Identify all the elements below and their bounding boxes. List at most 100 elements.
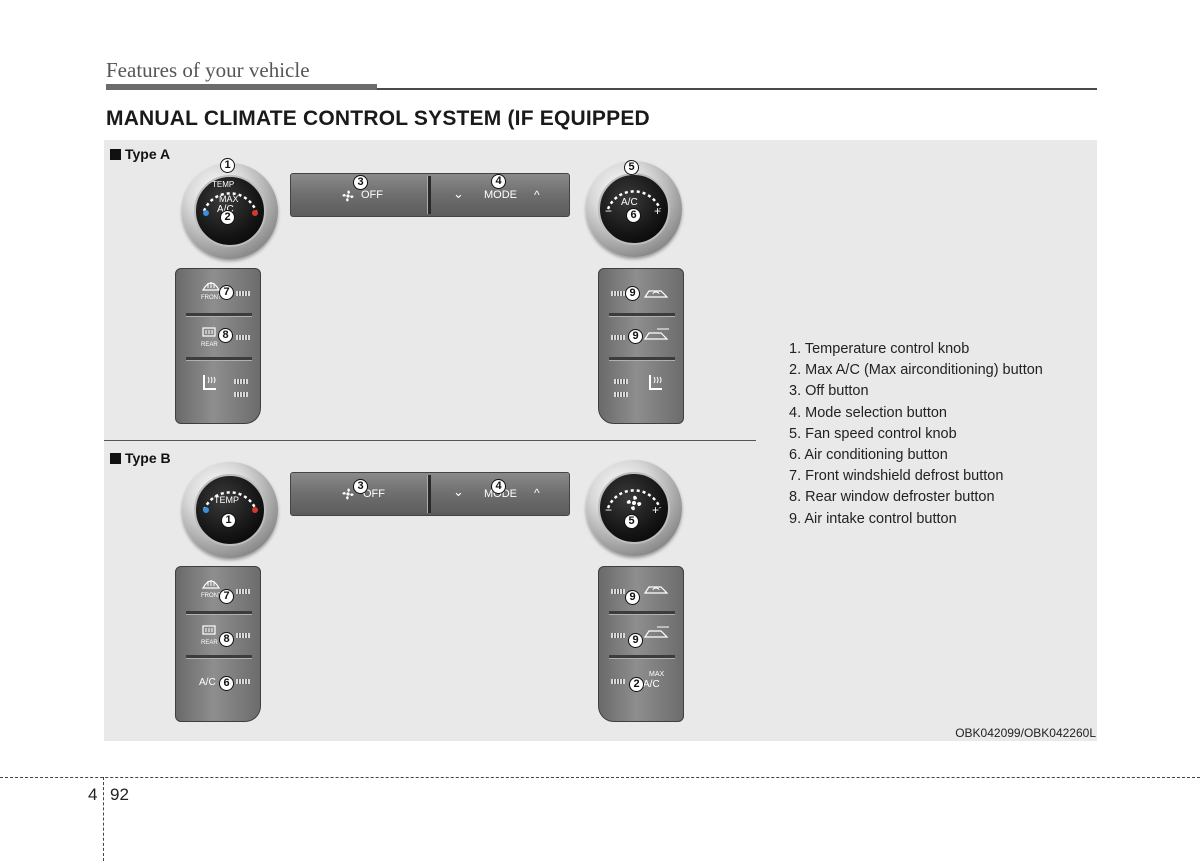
legend-item: 3. Off button: [789, 383, 1043, 404]
recirculation-icon: [643, 285, 669, 299]
seat-heater-icon: [199, 373, 219, 395]
callout-3: 3: [353, 479, 368, 494]
plus-label: +: [652, 504, 659, 516]
type-a-label: Type A: [110, 146, 170, 162]
legend-item: 7. Front windshield defrost button: [789, 468, 1043, 489]
chevron-up-icon[interactable]: ^: [534, 486, 540, 500]
callout-1: 1: [220, 158, 235, 173]
square-bullet-icon: [110, 453, 121, 464]
section-title: MANUAL CLIMATE CONTROL SYSTEM (IF EQUIPP…: [106, 107, 650, 131]
plus-label: +: [654, 205, 661, 217]
legend-list: 1. Temperature control knob 2. Max A/C (…: [789, 341, 1043, 532]
max-label: MAX: [219, 195, 239, 204]
stack-divider: [186, 357, 252, 361]
fan-speed-knob[interactable]: − +: [586, 460, 682, 556]
rear-defrost-icon: [202, 327, 216, 339]
minus-label: −: [605, 504, 612, 516]
control-bar: OFF ⌄ MODE ^: [290, 173, 570, 217]
off-button-label[interactable]: OFF: [361, 189, 383, 201]
stack-divider: [609, 655, 675, 659]
cold-indicator: [203, 210, 209, 216]
legend-item: 8. Rear window defroster button: [789, 489, 1043, 510]
callout-8: 8: [218, 328, 233, 343]
type-b-label: Type B: [110, 450, 171, 466]
type-a-text: Type A: [125, 146, 170, 162]
indicator-led: [236, 335, 250, 340]
hot-indicator: [252, 507, 258, 513]
rear-defrost-icon: [202, 625, 216, 637]
chapter-number: 4: [88, 785, 97, 805]
control-bar: OFF ⌄ MODE ^: [290, 472, 570, 516]
footer-vertical-rule: [103, 777, 104, 861]
callout-5: 5: [624, 514, 639, 529]
footer-rule: [0, 777, 1200, 778]
callout-3: 3: [353, 175, 368, 190]
ac-label: A/C: [643, 680, 660, 690]
callout-1: 1: [221, 513, 236, 528]
indicator-led: [611, 679, 625, 684]
left-button-stack: FRONT REAR A/C: [175, 566, 261, 722]
chevron-down-icon[interactable]: ⌄: [453, 186, 464, 202]
running-header: Features of your vehicle: [106, 58, 310, 83]
minus-label: −: [605, 205, 612, 217]
front-defrost-icon: [202, 577, 220, 589]
callout-9: 9: [628, 633, 643, 648]
fresh-air-icon: [643, 625, 671, 639]
callout-4: 4: [491, 479, 506, 494]
callout-5: 5: [624, 160, 639, 175]
callout-6: 6: [219, 676, 234, 691]
callout-9: 9: [625, 286, 640, 301]
indicator-led: [236, 589, 250, 594]
callout-2: 2: [220, 210, 235, 225]
header-rule: [377, 88, 1097, 90]
right-button-stack: [598, 268, 684, 424]
legend-item: 6. Air conditioning button: [789, 447, 1043, 468]
indicator-led: [611, 335, 625, 340]
temp-label: TEMP: [212, 181, 234, 189]
legend-item: 1. Temperature control knob: [789, 341, 1043, 362]
fan-icon: [341, 189, 355, 203]
chevron-down-icon[interactable]: ⌄: [453, 484, 464, 500]
callout-9: 9: [625, 590, 640, 605]
indicator-led: [614, 379, 628, 384]
indicator-led: [611, 589, 625, 594]
callout-2: 2: [629, 677, 644, 692]
bar-separator: [427, 176, 431, 214]
recirculation-icon: [643, 581, 669, 595]
legend-item: 4. Mode selection button: [789, 405, 1043, 426]
stack-divider: [186, 655, 252, 659]
header-rule-dark: [106, 84, 377, 90]
callout-9: 9: [628, 329, 643, 344]
temp-label: TEMP: [214, 496, 239, 505]
temperature-knob[interactable]: TEMP: [182, 462, 278, 558]
legend-item: 2. Max A/C (Max airconditioning) button: [789, 362, 1043, 383]
callout-6: 6: [626, 208, 641, 223]
indicator-led: [236, 679, 250, 684]
indicator-led: [236, 633, 250, 638]
indicator-led: [234, 392, 248, 397]
square-bullet-icon: [110, 149, 121, 160]
mode-button-label[interactable]: MODE: [484, 189, 517, 201]
indicator-led: [611, 291, 625, 296]
callout-7: 7: [219, 589, 234, 604]
type-divider: [104, 440, 756, 441]
legend-item: 5. Fan speed control knob: [789, 426, 1043, 447]
chevron-up-icon[interactable]: ^: [534, 188, 540, 202]
ac-label: A/C: [199, 678, 216, 688]
callout-4: 4: [491, 174, 506, 189]
type-b-text: Type B: [125, 450, 171, 466]
front-defrost-icon: [202, 279, 220, 291]
max-label: MAX: [649, 671, 664, 678]
indicator-led: [234, 379, 248, 384]
left-button-stack: FRONT REAR: [175, 268, 261, 424]
stack-divider: [186, 313, 252, 317]
legend-item: 9. Air intake control button: [789, 511, 1043, 532]
front-label: FRONT: [201, 295, 222, 301]
stack-divider: [609, 357, 675, 361]
hot-indicator: [252, 210, 258, 216]
fan-icon: [625, 494, 643, 512]
seat-heater-icon: [645, 373, 665, 395]
stack-divider: [186, 611, 252, 615]
figure-code: OBK042099/OBK042260L: [955, 726, 1096, 740]
stack-divider: [609, 611, 675, 615]
